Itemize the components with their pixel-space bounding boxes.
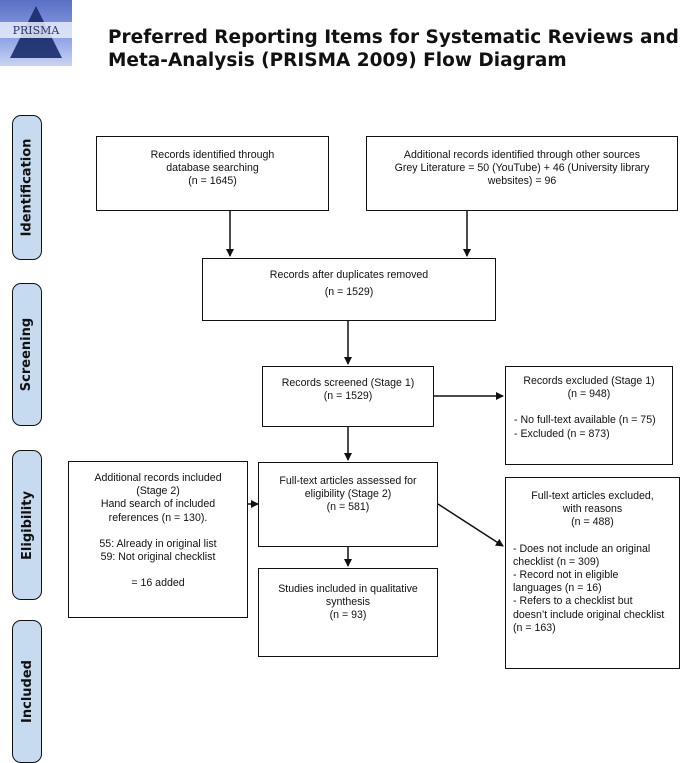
excluded-no-fulltext: - No full-text available (n = 75) <box>514 414 656 427</box>
box-fulltext-assessed: Full-text articles assessed for eligibil… <box>258 462 438 547</box>
other-sources-line-3: websites) = 96 <box>487 175 557 188</box>
fulltext-excluded-line-1: Full-text articles excluded, <box>531 490 654 502</box>
title-line-2: Meta-Analysis (PRISMA 2009) Flow Diagram <box>108 50 567 71</box>
logo-text: PRISMA <box>13 24 61 37</box>
fulltext-excluded-count: (n = 488) <box>571 516 614 529</box>
fulltext-excluded-reason-3b: doesn’t include original checklist <box>513 608 665 621</box>
box-included-studies: Studies included in qualitative synthesi… <box>258 568 438 657</box>
other-sources-line-2: Grey Literature = 50 (YouTube) + 46 (Uni… <box>394 162 650 175</box>
prisma-logo: PRISMA <box>0 0 72 66</box>
fulltext-excluded-reason-2b: languages (n = 16) <box>513 582 602 595</box>
fulltext-assessed-line-1: Full-text articles assessed for <box>279 475 417 487</box>
duplicates-count: (n = 1529) <box>324 286 374 299</box>
fulltext-excluded-reason-3a: - Refers to a checklist but <box>513 595 633 608</box>
additional-line-4: references (n = 130). <box>108 511 208 524</box>
excluded-stage1-title: Records excluded (Stage 1) <box>523 375 655 387</box>
box-other-sources: Additional records identified through ot… <box>366 136 678 211</box>
stage-eligibility: Eligibility <box>12 450 42 600</box>
arrow-fulltext-to-excluded <box>437 503 504 547</box>
fulltext-excluded-reason-1b: checklist (n = 309) <box>513 555 600 568</box>
stage-included: Included <box>12 620 42 763</box>
additional-line-3: Hand search of included <box>100 498 216 511</box>
other-sources-line-1: Additional records identified through ot… <box>403 149 641 161</box>
fulltext-assessed-count: (n = 581) <box>326 501 370 514</box>
excluded-other: - Excluded (n = 873) <box>514 427 610 440</box>
box-excluded-stage1: Records excluded (Stage 1) (n = 948) - N… <box>505 366 673 465</box>
included-line-1: Studies included in qualitative <box>278 583 418 595</box>
fulltext-assessed-line-2: eligibility (Stage 2) <box>304 488 392 501</box>
additional-line-7: = 16 added <box>131 577 185 590</box>
box-database-search: Records identified through database sear… <box>96 136 329 211</box>
db-search-line-1: Records identified through <box>150 149 275 161</box>
additional-line-1: Additional records included <box>94 472 222 484</box>
included-count: (n = 93) <box>329 609 367 622</box>
fulltext-excluded-reason-1a: - Does not include an original <box>513 542 651 555</box>
included-line-2: synthesis <box>325 596 371 609</box>
db-search-line-2: database searching <box>166 162 259 175</box>
screened-line-1: Records screened (Stage 1) <box>281 377 415 389</box>
box-duplicates-removed: Records after duplicates removed (n = 15… <box>202 258 496 321</box>
duplicates-line-1: Records after duplicates removed <box>269 269 429 281</box>
additional-line-6: 59: Not original checklist <box>100 551 216 564</box>
excluded-stage1-count: (n = 948) <box>567 388 611 401</box>
fulltext-excluded-line-2: with reasons <box>562 503 623 516</box>
title-line-1: Preferred Reporting Items for Systematic… <box>108 27 679 48</box>
page-title: Preferred Reporting Items for Systematic… <box>108 26 679 72</box>
fulltext-excluded-reason-2a: - Record not in eligible <box>513 569 619 582</box>
db-search-count: (n = 1645) <box>188 175 237 188</box>
fulltext-excluded-reason-3c: (n = 163) <box>513 621 556 634</box>
stage-identification: Identification <box>12 115 42 260</box>
box-records-screened: Records screened (Stage 1) (n = 1529) <box>262 366 434 427</box>
box-fulltext-excluded: Full-text articles excluded, with reason… <box>505 477 680 669</box>
stage-screening: Screening <box>12 283 42 426</box>
screened-count: (n = 1529) <box>323 390 373 403</box>
additional-line-5: 55: Already in original list <box>99 537 217 550</box>
box-additional-stage2: Additional records included (Stage 2) Ha… <box>68 461 248 618</box>
additional-line-2: (Stage 2) <box>136 485 180 498</box>
